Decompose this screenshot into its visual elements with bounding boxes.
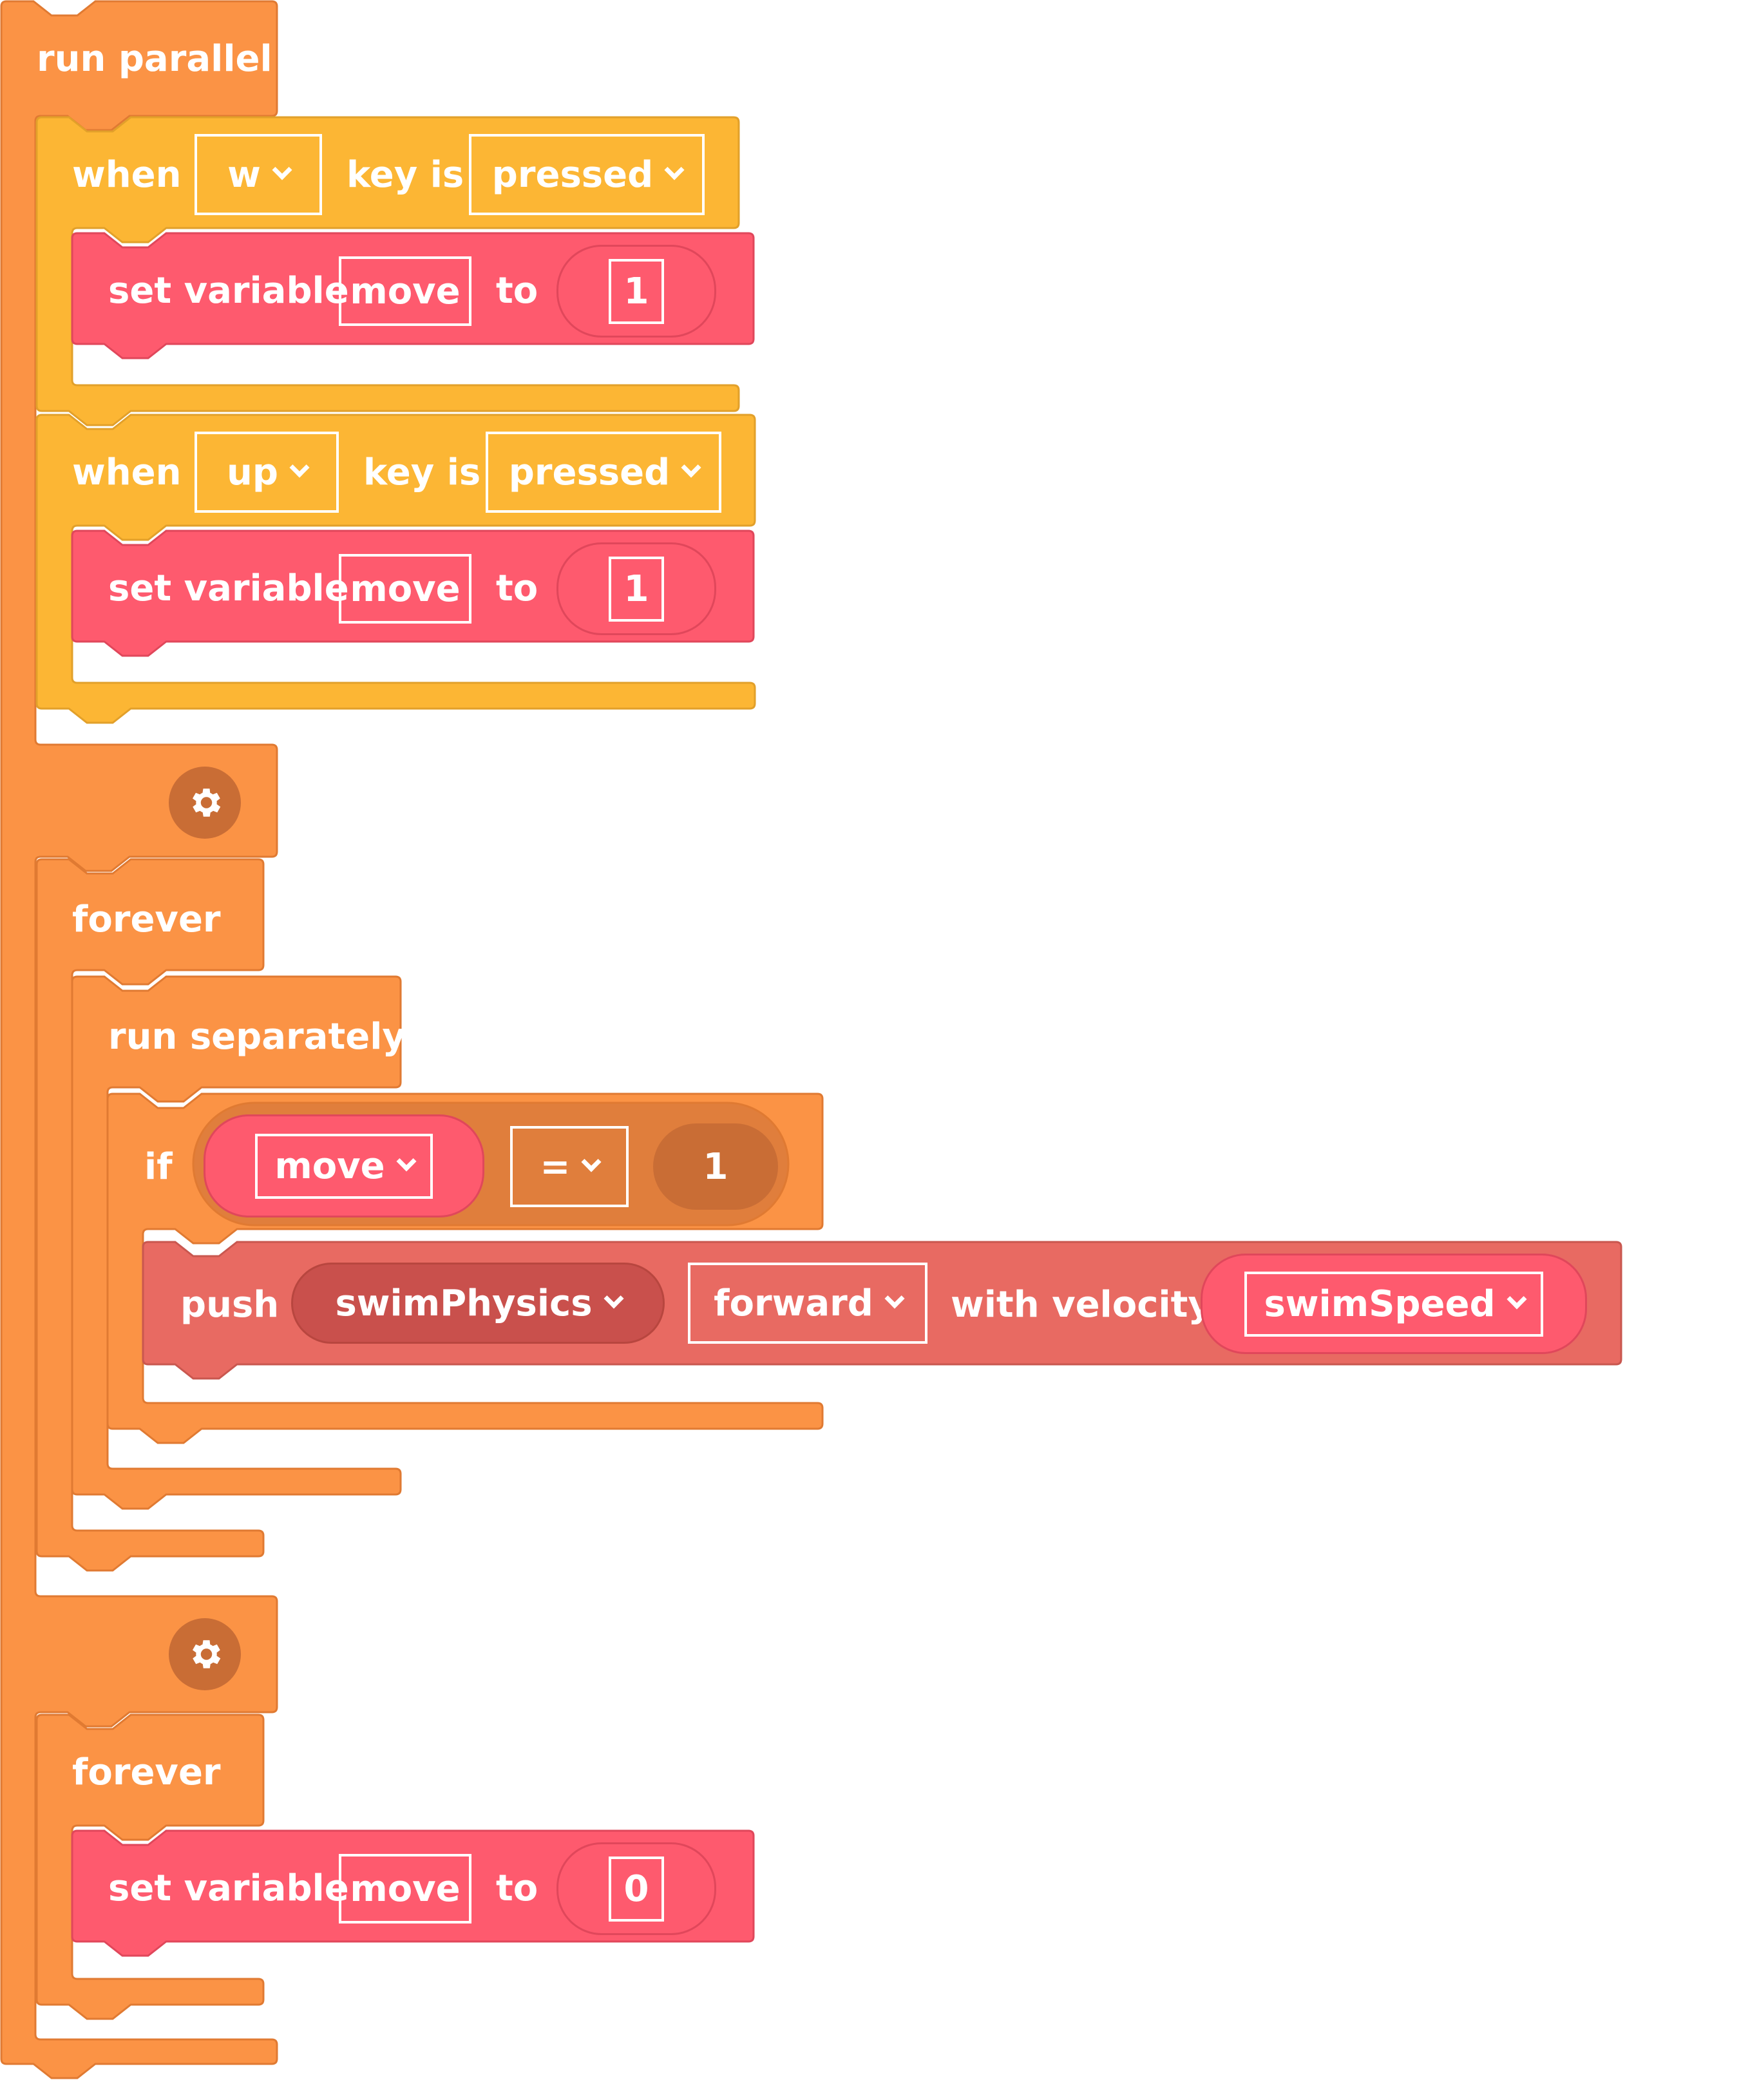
when-key-pressed-block-up[interactable] bbox=[35, 414, 756, 724]
operator-dropdown-value: = bbox=[540, 1145, 571, 1188]
chevron-down-icon bbox=[603, 1288, 624, 1309]
gear-icon bbox=[193, 1640, 221, 1668]
variable-field-move-1[interactable]: move bbox=[339, 256, 471, 326]
velocity-variable-dropdown[interactable]: swimSpeed bbox=[1244, 1271, 1543, 1337]
key-is-label: key is bbox=[363, 452, 481, 493]
physics-object-dropdown[interactable]: swimPhysics bbox=[291, 1263, 665, 1344]
condition-variable-dropdown[interactable]: move bbox=[255, 1133, 433, 1199]
velocity-variable-pill[interactable]: swimSpeed bbox=[1201, 1254, 1587, 1354]
velocity-variable-pill-value: swimSpeed bbox=[1264, 1283, 1496, 1325]
key-state-dropdown-w-value: pressed bbox=[491, 153, 654, 196]
value-input-1-value: 1 bbox=[608, 258, 665, 324]
key-dropdown-up[interactable]: up bbox=[195, 432, 339, 513]
direction-dropdown-value: forward bbox=[714, 1282, 873, 1324]
condition-variable-pill-value: move bbox=[274, 1145, 385, 1187]
chevron-down-icon bbox=[681, 457, 701, 478]
operator-dropdown[interactable]: = bbox=[510, 1126, 629, 1207]
run-parallel-gear-button-2[interactable] bbox=[169, 1618, 241, 1690]
forever-block-1[interactable] bbox=[35, 858, 265, 1572]
key-dropdown-w[interactable]: w bbox=[195, 134, 322, 215]
to-label: to bbox=[496, 1867, 538, 1909]
variable-field-move-1-value: move bbox=[350, 270, 461, 312]
condition-variable-pill[interactable]: move bbox=[204, 1114, 484, 1217]
key-is-label: key is bbox=[347, 154, 464, 196]
chevron-down-icon bbox=[1506, 1289, 1527, 1310]
physics-object-dropdown-value: swimPhysics bbox=[335, 1282, 593, 1324]
when-label: when bbox=[72, 154, 182, 196]
chevron-down-icon bbox=[272, 160, 292, 180]
variable-field-move-3-value: move bbox=[350, 1867, 461, 1910]
chevron-down-icon bbox=[396, 1151, 417, 1172]
to-label: to bbox=[496, 568, 538, 609]
run-separately-block[interactable] bbox=[71, 975, 402, 1510]
variable-field-move-2-value: move bbox=[350, 568, 461, 610]
value-input-3-value: 0 bbox=[608, 1856, 665, 1922]
chevron-down-icon bbox=[664, 160, 685, 180]
run-separately-label: run separately bbox=[108, 1016, 406, 1058]
when-key-pressed-block-w[interactable] bbox=[35, 116, 740, 426]
forever-block-2[interactable] bbox=[35, 1713, 265, 2020]
push-label: push bbox=[180, 1284, 280, 1326]
when-label: when bbox=[72, 452, 182, 493]
gear-icon bbox=[193, 788, 221, 817]
run-parallel-block[interactable] bbox=[0, 0, 278, 2079]
key-state-dropdown-w[interactable]: pressed bbox=[469, 134, 705, 215]
key-state-dropdown-up[interactable]: pressed bbox=[486, 432, 721, 513]
key-state-dropdown-up-value: pressed bbox=[508, 451, 670, 493]
direction-dropdown[interactable]: forward bbox=[688, 1263, 927, 1344]
run-parallel-gear-button-1[interactable] bbox=[169, 767, 241, 839]
value-input-1[interactable]: 1 bbox=[556, 245, 716, 338]
chevron-down-icon bbox=[581, 1152, 602, 1172]
value-input-3[interactable]: 0 bbox=[556, 1842, 716, 1935]
set-variable-label: set variable bbox=[108, 270, 349, 312]
key-dropdown-up-value: up bbox=[227, 451, 278, 493]
chevron-down-icon bbox=[884, 1288, 905, 1309]
variable-field-move-2[interactable]: move bbox=[339, 554, 471, 624]
forever-label: forever bbox=[72, 899, 221, 940]
key-dropdown-w-value: w bbox=[227, 153, 261, 196]
compare-value-input[interactable]: 1 bbox=[653, 1123, 778, 1210]
with-velocity-label: with velocity bbox=[951, 1284, 1212, 1326]
value-input-2[interactable]: 1 bbox=[556, 542, 716, 635]
set-variable-label: set variable bbox=[108, 568, 349, 609]
forever-label: forever bbox=[72, 1752, 221, 1793]
to-label: to bbox=[496, 270, 538, 312]
value-input-2-value: 1 bbox=[608, 556, 665, 622]
set-variable-label: set variable bbox=[108, 1867, 349, 1909]
chevron-down-icon bbox=[289, 457, 310, 478]
variable-field-move-3[interactable]: move bbox=[339, 1854, 471, 1923]
compare-value-input-value: 1 bbox=[703, 1145, 728, 1188]
run-parallel-label: run parallel bbox=[37, 38, 272, 80]
if-label: if bbox=[144, 1146, 173, 1188]
